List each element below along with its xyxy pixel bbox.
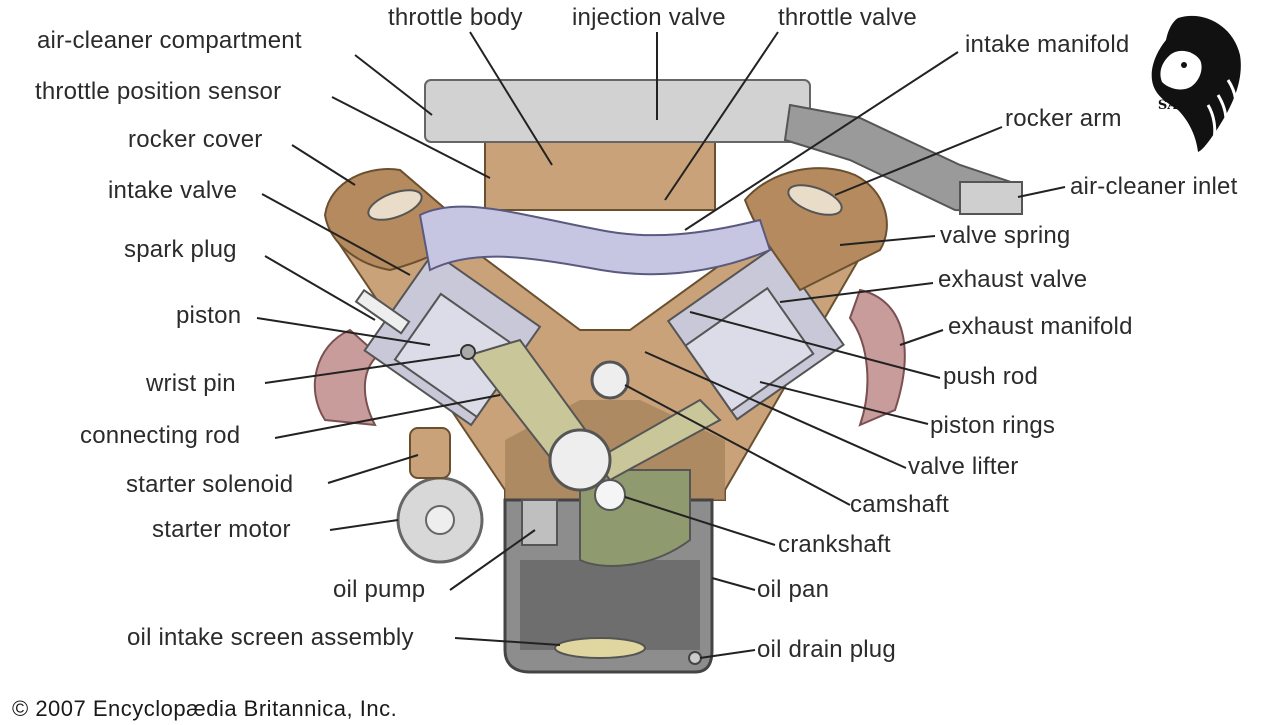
label-intake-valve: intake valve [108, 177, 237, 205]
wrist-pin-shape [461, 345, 475, 359]
label-crankshaft: crankshaft [778, 531, 891, 559]
label-throttle-body: throttle body [388, 4, 523, 32]
label-oil-intake-screen-assembly: oil intake screen assembly [127, 624, 414, 652]
starter-solenoid-shape [410, 428, 450, 478]
logo-text: SAER [1148, 98, 1208, 113]
label-oil-drain-plug: oil drain plug [757, 636, 896, 664]
copyright-notice: © 2007 Encyclopædia Britannica, Inc. [12, 696, 397, 722]
crankshaft-center [595, 480, 625, 510]
label-rocker-arm: rocker arm [1005, 105, 1122, 133]
label-air-cleaner-inlet: air-cleaner inlet [1070, 173, 1237, 201]
label-throttle-position-sensor: throttle position sensor [35, 78, 281, 106]
air-cleaner-inlet-end [960, 182, 1022, 214]
label-valve-spring: valve spring [940, 222, 1070, 250]
label-exhaust-valve: exhaust valve [938, 266, 1087, 294]
oil-pump-shape [522, 500, 557, 545]
label-oil-pump: oil pump [333, 576, 425, 604]
label-valve-lifter: valve lifter [908, 453, 1018, 481]
oil-drain-plug-shape [689, 652, 701, 664]
label-spark-plug: spark plug [124, 236, 237, 264]
label-exhaust-manifold: exhaust manifold [948, 313, 1133, 341]
label-camshaft: camshaft [850, 491, 949, 519]
label-wrist-pin: wrist pin [146, 370, 236, 398]
label-piston: piston [176, 302, 241, 330]
oil-pan-sump [520, 560, 700, 650]
label-injection-valve: injection valve [572, 4, 726, 32]
label-air-cleaner-compartment: air-cleaner compartment [37, 27, 302, 55]
label-connecting-rod: connecting rod [80, 422, 240, 450]
crankshaft-journal [550, 430, 610, 490]
lion-head-icon [1148, 10, 1244, 156]
label-starter-solenoid: starter solenoid [126, 471, 293, 499]
label-piston-rings: piston rings [930, 412, 1055, 440]
air-cleaner-shape [425, 80, 810, 142]
camshaft-shape [592, 362, 628, 398]
label-push-rod: push rod [943, 363, 1038, 391]
label-intake-manifold: intake manifold [965, 31, 1147, 59]
label-throttle-valve: throttle valve [778, 4, 917, 32]
label-starter-motor: starter motor [152, 516, 291, 544]
throttle-body-shape [485, 140, 715, 210]
starter-motor-hub [426, 506, 454, 534]
label-oil-pan: oil pan [757, 576, 829, 604]
exhaust-manifold-right [850, 290, 905, 425]
label-rocker-cover: rocker cover [128, 126, 262, 154]
oil-screen-shape [555, 638, 645, 658]
saer-lion-logo: SAER [1148, 10, 1244, 156]
